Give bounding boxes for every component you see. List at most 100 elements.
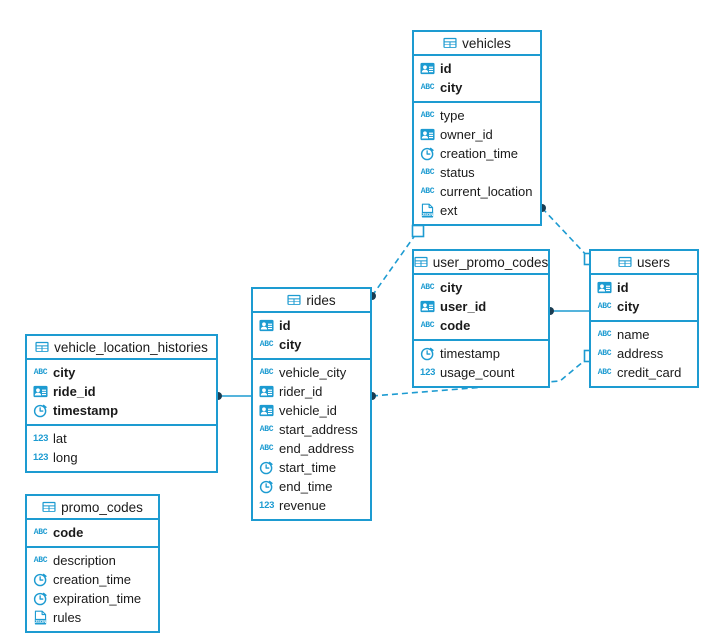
column-row[interactable]: ABC city bbox=[414, 278, 548, 297]
column-name: user_id bbox=[440, 299, 487, 314]
relationship-upc-users[interactable] bbox=[546, 307, 589, 315]
column-row[interactable]: end_time bbox=[253, 477, 370, 496]
column-name: end_time bbox=[279, 479, 333, 494]
string-type-icon: ABC bbox=[420, 186, 435, 196]
column-row[interactable]: creation_time bbox=[27, 570, 158, 589]
table-name: users bbox=[636, 254, 670, 270]
string-type-icon: ABC bbox=[420, 320, 435, 330]
column-row[interactable]: owner_id bbox=[414, 125, 540, 144]
json-document-icon: JSON bbox=[420, 203, 435, 218]
table-header[interactable]: user_promo_codes bbox=[414, 251, 548, 275]
table-header[interactable]: rides bbox=[253, 289, 370, 313]
column-name: city bbox=[279, 337, 302, 352]
column-row[interactable]: ABC vehicle_city bbox=[253, 363, 370, 382]
column-name: vehicle_city bbox=[279, 365, 347, 380]
id-card-icon bbox=[33, 384, 48, 399]
column-name: city bbox=[440, 280, 463, 295]
column-name: address bbox=[617, 346, 664, 361]
id-card-icon bbox=[259, 403, 274, 418]
string-type-icon: ABC bbox=[597, 348, 612, 358]
column-name: creation_time bbox=[440, 146, 519, 161]
column-row[interactable]: ABC code bbox=[414, 316, 548, 335]
table-header[interactable]: vehicles bbox=[414, 32, 540, 56]
number-type-icon: 123 bbox=[33, 451, 49, 463]
timestamp-clock-icon bbox=[259, 479, 274, 494]
column-row[interactable]: id bbox=[591, 278, 697, 297]
column-name: ride_id bbox=[53, 384, 96, 399]
column-row[interactable]: vehicle_id bbox=[253, 401, 370, 420]
timestamp-clock-icon bbox=[420, 346, 435, 361]
column-row[interactable]: ABC code bbox=[27, 523, 158, 542]
number-type-icon: 123 bbox=[33, 432, 49, 444]
column-name: owner_id bbox=[440, 127, 493, 142]
column-name: rules bbox=[53, 610, 82, 625]
id-card-icon bbox=[259, 384, 274, 399]
column-name: lat bbox=[53, 431, 67, 446]
column-row[interactable]: id bbox=[253, 316, 370, 335]
string-type-icon: ABC bbox=[597, 301, 612, 311]
column-name: long bbox=[53, 450, 78, 465]
column-row[interactable]: ABC address bbox=[591, 344, 697, 363]
table-header[interactable]: vehicle_location_histories bbox=[27, 336, 216, 360]
column-row[interactable]: ABC name bbox=[591, 325, 697, 344]
column-name: id bbox=[617, 280, 629, 295]
column-row[interactable]: rider_id bbox=[253, 382, 370, 401]
string-type-icon: ABC bbox=[420, 282, 435, 292]
string-type-icon: ABC bbox=[259, 424, 274, 434]
column-name: code bbox=[440, 318, 471, 333]
relationship-vlh-rides[interactable] bbox=[214, 392, 251, 400]
table-header[interactable]: promo_codes bbox=[27, 496, 158, 520]
column-row[interactable]: start_time bbox=[253, 458, 370, 477]
column-name: start_time bbox=[279, 460, 337, 475]
table-header[interactable]: users bbox=[591, 251, 697, 275]
timestamp-clock-icon bbox=[420, 146, 435, 161]
string-type-icon: ABC bbox=[33, 527, 48, 537]
timestamp-clock-icon bbox=[33, 591, 48, 606]
column-row[interactable]: creation_time bbox=[414, 144, 540, 163]
column-row[interactable]: 123 lat bbox=[27, 429, 216, 448]
column-name: name bbox=[617, 327, 650, 342]
column-name: code bbox=[53, 525, 84, 540]
column-row[interactable]: timestamp bbox=[414, 344, 548, 363]
column-row[interactable]: 123 long bbox=[27, 448, 216, 467]
column-name: usage_count bbox=[440, 365, 515, 380]
column-row[interactable]: expiration_time bbox=[27, 589, 158, 608]
column-row[interactable]: timestamp bbox=[27, 401, 216, 420]
table-name: vehicles bbox=[462, 35, 511, 51]
column-row[interactable]: user_id bbox=[414, 297, 548, 316]
column-row[interactable]: id bbox=[414, 59, 540, 78]
string-type-icon: ABC bbox=[597, 329, 612, 339]
column-row[interactable]: ride_id bbox=[27, 382, 216, 401]
string-type-icon: ABC bbox=[259, 367, 274, 377]
table-grid-icon bbox=[42, 500, 56, 514]
table-grid-icon bbox=[414, 255, 428, 269]
string-type-icon: ABC bbox=[597, 367, 612, 377]
id-card-icon bbox=[420, 61, 435, 76]
